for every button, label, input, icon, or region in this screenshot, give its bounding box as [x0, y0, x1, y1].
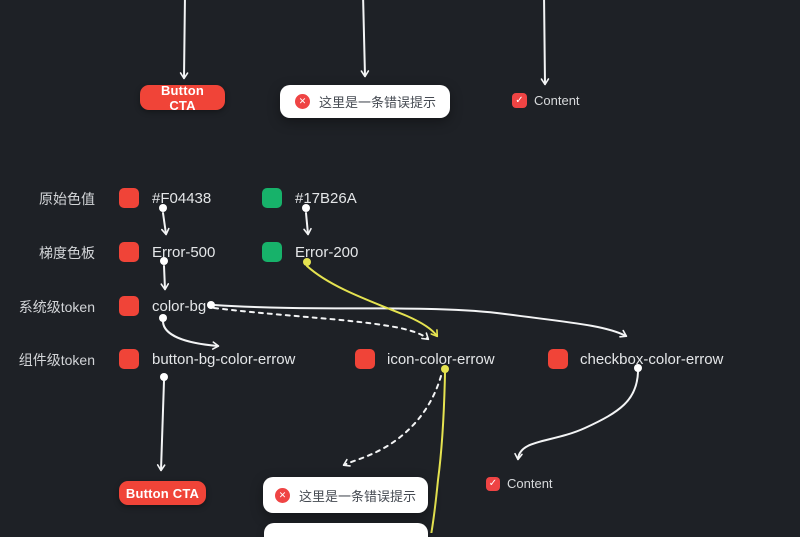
row-label-gradient-palette: 梯度色板 [39, 245, 95, 261]
line-icontoken-down-yellow [430, 372, 446, 533]
x-circle-icon: ✕ [275, 487, 290, 503]
arrow-hex-to-error500 [161, 212, 170, 236]
top-toast-text: 这里是一条错误提示 [319, 95, 437, 110]
swatch-green-hex [262, 188, 282, 208]
top-checkbox[interactable]: ✓ [512, 93, 527, 108]
value-color-bg: color-bg [152, 298, 207, 315]
swatch-red-hex [119, 188, 139, 208]
top-checkbox-label: Content [534, 93, 580, 108]
bottom-content-checkbox-row: ✓ Content [486, 476, 553, 491]
arrow-error200-to-icontoken-yellow [306, 265, 439, 338]
value-hex-red: #F04438 [152, 190, 212, 207]
bottom-checkbox-label: Content [507, 476, 553, 491]
arrow-colorbg-to-checkboxtoken [213, 304, 628, 338]
bottom-error-toast: ✕ 这里是一条错误提示 [263, 477, 428, 513]
value-button-bg-token: button-bg-color-errow [152, 351, 296, 368]
value-icon-token: icon-color-errow [387, 351, 495, 368]
top-content-checkbox-row: ✓ Content [512, 93, 580, 108]
arrow-top-to-checkbox [540, 0, 550, 86]
arrow-checkboxtoken-to-checkbox [514, 371, 639, 461]
bottom-toast-text: 这里是一条错误提示 [299, 488, 417, 504]
arrow-top-to-button [179, 0, 189, 80]
swatch-error-200 [262, 242, 282, 262]
value-error-200: Error-200 [295, 244, 359, 261]
bottom-checkbox[interactable]: ✓ [486, 476, 500, 491]
arrow-error500-to-colorbg [160, 265, 170, 291]
partial-toast-bottom-edge [264, 523, 428, 537]
arrow-icontoken-to-toast-dashed [342, 375, 442, 467]
swatch-button-bg-token [119, 349, 139, 369]
value-checkbox-token: checkbox-color-errow [580, 351, 724, 368]
value-error-500: Error-500 [152, 244, 216, 261]
arrow-colorbg-to-icontoken-dashed [213, 307, 430, 341]
arrow-hex-to-error200 [303, 212, 312, 236]
arrow-buttontoken-to-button [156, 380, 166, 472]
row-label-original-color: 原始色值 [39, 191, 95, 207]
value-hex-green: #17B26A [295, 190, 357, 207]
arrow-top-to-toast [360, 0, 370, 78]
row-label-system-token: 系统级token [18, 299, 95, 315]
row-label-component-token: 组件级token [18, 352, 95, 368]
swatch-icon-token [355, 349, 375, 369]
bottom-button-cta[interactable]: Button CTA [119, 481, 206, 505]
swatch-error-500 [119, 242, 139, 262]
arrow-colorbg-to-buttontoken [162, 321, 220, 350]
swatch-checkbox-token [548, 349, 568, 369]
swatch-color-bg [119, 296, 139, 316]
top-button-cta[interactable]: Button CTA [140, 83, 225, 113]
top-error-toast: ✕ 这里是一条错误提示 [280, 85, 450, 118]
x-circle-icon: ✕ [295, 94, 310, 109]
